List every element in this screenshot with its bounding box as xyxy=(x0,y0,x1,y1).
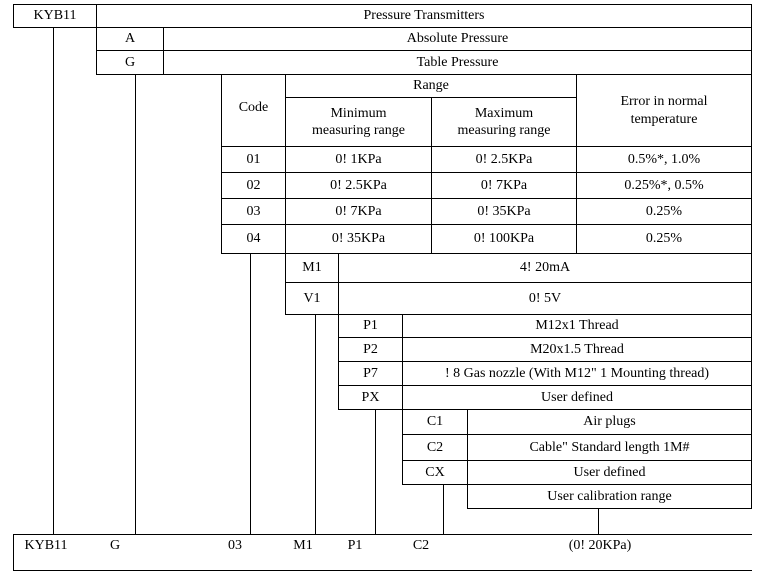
output-m1-code: M1 xyxy=(302,260,322,276)
thread-p2-code: P2 xyxy=(363,341,378,357)
leader-line xyxy=(250,254,251,534)
model-code: KYB11 xyxy=(33,8,77,24)
example-calibration: (0! 20KPa) xyxy=(568,538,632,554)
error-header: Error in normal temperature xyxy=(620,94,708,127)
output-v1-label: 0! 5V xyxy=(528,290,562,306)
range-error: 0.25% xyxy=(645,231,683,247)
range-error: 0.25% xyxy=(645,203,683,219)
thread-p2-label: M20x1.5 Thread xyxy=(530,341,624,357)
range-max: 0! 100KPa xyxy=(473,231,535,247)
type-g-code: G xyxy=(124,54,136,70)
example-output: M1 xyxy=(293,538,313,554)
range-max: 0! 35KPa xyxy=(477,203,531,219)
output-v1-code: V1 xyxy=(303,290,321,306)
connection-c1-code: C1 xyxy=(426,414,444,430)
thread-p1-label: M12x1 Thread xyxy=(535,318,619,334)
type-a-code: A xyxy=(124,31,136,47)
range-header: Range xyxy=(413,78,449,94)
thread-p7-label: ! 8 Gas nozzle (With M12" 1 Mounting thr… xyxy=(444,365,710,381)
range-max: 0! 2.5KPa xyxy=(475,151,533,167)
type-a-label: Absolute Pressure xyxy=(406,31,509,47)
example-range: 03 xyxy=(228,538,242,554)
min-header: Minimum measuring range xyxy=(312,105,405,139)
max-header: Maximum measuring range xyxy=(457,105,551,139)
range-min: 0! 1KPa xyxy=(335,151,382,167)
example-connection: C2 xyxy=(412,538,430,554)
range-max: 0! 7KPa xyxy=(480,177,528,193)
range-code: 03 xyxy=(246,203,261,219)
example-left-border xyxy=(13,534,14,571)
connection-cx-code: CX xyxy=(425,464,445,480)
example-bottom-border xyxy=(13,570,752,571)
page-title: Pressure Transmitters xyxy=(363,8,485,24)
thread-p7-code: P7 xyxy=(363,365,378,381)
range-code: 01 xyxy=(246,151,261,167)
thread-p1-code: P1 xyxy=(363,318,378,334)
example-top-border xyxy=(13,534,752,535)
range-min: 0! 2.5KPa xyxy=(330,177,387,193)
example-model: KYB11 xyxy=(24,538,68,554)
range-min: 0! 7KPa xyxy=(335,203,382,219)
connection-c2-code: C2 xyxy=(426,439,444,455)
example-thread: P1 xyxy=(347,538,363,554)
example-type: G xyxy=(109,538,121,554)
leader-line xyxy=(315,315,316,534)
connection-c2-label: Cable" Standard length 1M# xyxy=(529,439,690,455)
leader-line xyxy=(598,509,599,534)
leader-line xyxy=(135,75,136,534)
thread-px-code: PX xyxy=(361,389,380,405)
calibration-cell xyxy=(467,484,752,509)
calibration-label: User calibration range xyxy=(547,488,672,504)
range-code: 02 xyxy=(246,177,261,193)
leader-line xyxy=(443,485,444,534)
type-g-label: Table Pressure xyxy=(416,54,499,70)
leader-line xyxy=(53,28,54,534)
range-error: 0.5%*, 1.0% xyxy=(627,151,701,167)
connection-c1-label: Air plugs xyxy=(583,414,636,430)
output-m1-label: 4! 20mA xyxy=(519,260,571,276)
leader-line xyxy=(375,410,376,534)
range-code: 04 xyxy=(246,231,261,247)
connection-cx-label: User defined xyxy=(573,464,646,480)
range-min: 0! 35KPa xyxy=(331,231,386,247)
thread-px-label: User defined xyxy=(541,389,613,405)
range-error: 0.25%*, 0.5% xyxy=(624,177,704,193)
code-header: Code xyxy=(238,100,269,116)
